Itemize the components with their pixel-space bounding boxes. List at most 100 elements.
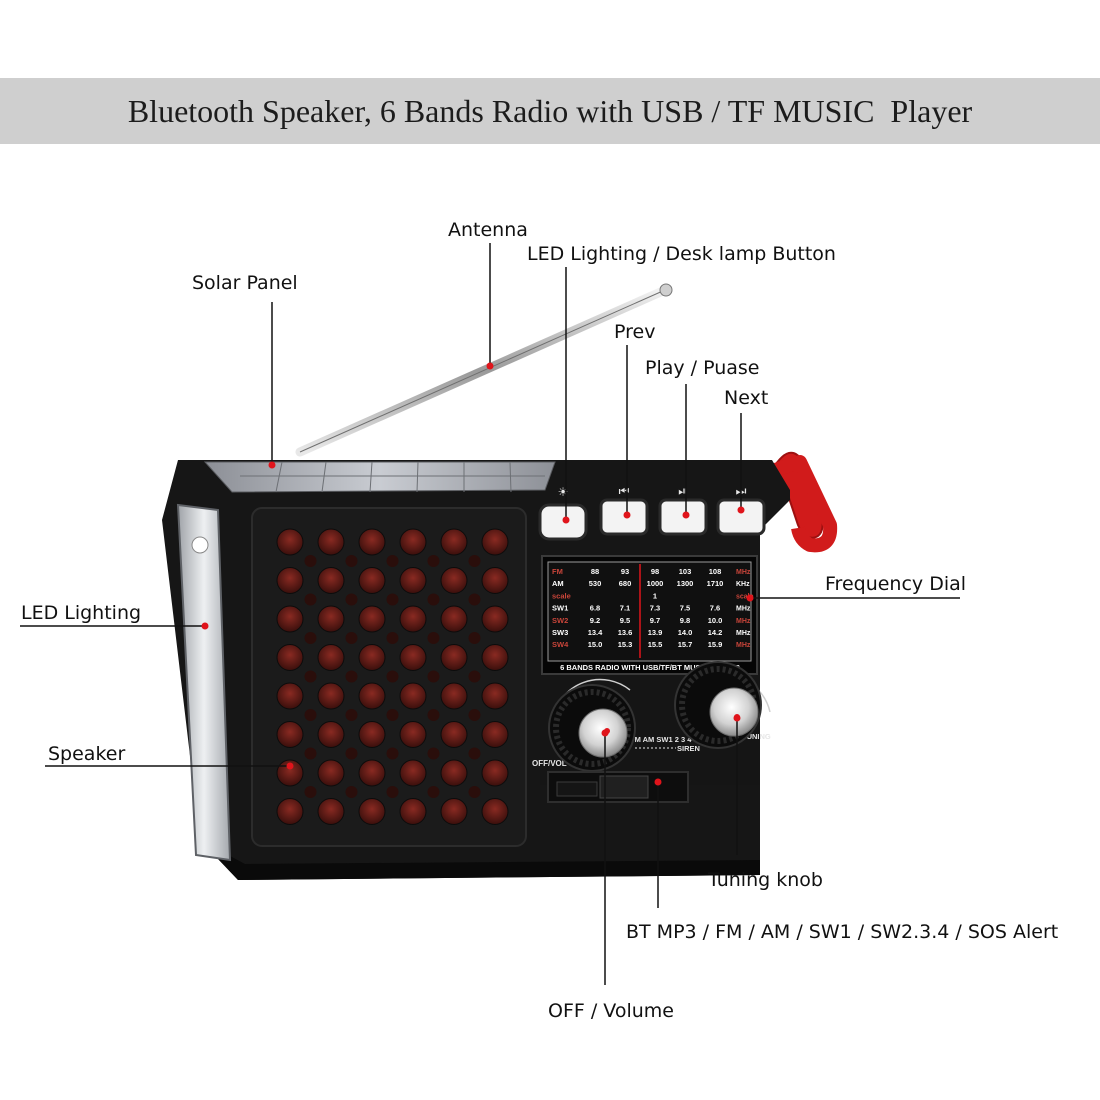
- speaker-hole: [481, 759, 509, 787]
- solar-panel: [203, 461, 556, 493]
- band-scale-print: FM AM SW1 2 3 4: [630, 735, 692, 744]
- speaker-hole-small: [304, 555, 317, 567]
- dial-frequency-value: 108: [709, 567, 722, 576]
- dial-band-label: SW1: [552, 604, 568, 613]
- speaker-hole-small: [468, 632, 481, 644]
- speaker-hole: [440, 644, 468, 671]
- prev-icon: ⏮: [619, 484, 630, 498]
- speaker-hole: [276, 798, 304, 825]
- speaker-hole-small: [345, 670, 358, 683]
- speaker-hole: [440, 721, 468, 748]
- callout-play-pause: Play / Puase: [645, 357, 760, 379]
- callout-frequency-dial: Frequency Dial: [825, 573, 966, 595]
- speaker-hole-small: [427, 786, 440, 798]
- speaker-hole: [399, 682, 427, 710]
- dial-frequency-value: 13.6: [618, 628, 633, 637]
- radio-body-shade: [200, 840, 760, 880]
- speaker-hole: [399, 644, 427, 671]
- speaker-hole: [481, 644, 509, 671]
- speaker-hole: [358, 605, 386, 633]
- dial-frequency-value: 14.2: [708, 628, 723, 637]
- speaker-hole: [358, 644, 386, 671]
- volume-knob[interactable]: [548, 684, 636, 772]
- speaker-hole-small: [345, 555, 358, 567]
- tuning-knob[interactable]: [674, 661, 762, 749]
- dial-frequency-value: 1300: [677, 579, 694, 588]
- speaker-hole: [481, 798, 509, 825]
- dial-frequency-value: 15.9: [708, 640, 723, 649]
- antenna: [295, 283, 673, 457]
- speaker-hole-small: [427, 555, 440, 567]
- play-pause-icon: ⏯: [678, 484, 688, 498]
- callout-prev: Prev: [614, 321, 655, 343]
- side-led-lamp: [176, 503, 232, 862]
- dial-frequency-value: 13.4: [588, 628, 603, 637]
- marker-antenna: [486, 362, 494, 370]
- dial-frequency-value: 15.5: [648, 640, 663, 649]
- speaker-hole-small: [304, 709, 317, 721]
- speaker-hole-small: [304, 670, 317, 683]
- speaker-hole: [276, 644, 304, 671]
- dial-frequency-value: 13.9: [648, 628, 663, 637]
- marker-next: [737, 506, 745, 514]
- off-vol-print: OFF/VOL: [532, 759, 567, 768]
- carry-strap-loop: [772, 455, 838, 553]
- speaker-hole: [317, 528, 345, 556]
- speaker-hole-small: [468, 555, 481, 567]
- dial-unit-label: MHz: [736, 618, 751, 625]
- speaker-hole-small: [304, 593, 317, 606]
- speaker-hole: [481, 528, 509, 556]
- speaker-hole: [317, 567, 345, 594]
- callout-speaker: Speaker: [48, 743, 125, 765]
- marker-band: [654, 778, 662, 786]
- speaker-hole: [317, 644, 345, 671]
- speaker-hole-small: [468, 593, 481, 606]
- speaker-hole: [317, 798, 345, 825]
- dial-frequency-value: 14.0: [678, 628, 693, 637]
- speaker-hole-small: [386, 670, 399, 683]
- title-banner: Bluetooth Speaker, 6 Bands Radio with US…: [0, 78, 1100, 144]
- speaker-hole-small: [468, 747, 481, 760]
- band-selector-slider[interactable]: [547, 771, 689, 803]
- siren-print: SIREN: [677, 744, 700, 753]
- marker-play: [682, 511, 690, 519]
- speaker-hole: [481, 721, 509, 748]
- dial-frequency-value: 530: [589, 579, 602, 588]
- dial-frequency-value: 9.8: [680, 616, 690, 625]
- speaker-hole: [317, 759, 345, 787]
- led-button-icon: ☀: [558, 485, 569, 499]
- speaker-hole: [358, 798, 386, 825]
- speaker-hole: [399, 605, 427, 633]
- dial-frequency-value: 1000: [647, 579, 664, 588]
- speaker-hole-small: [386, 555, 399, 567]
- speaker-hole: [399, 798, 427, 825]
- speaker-hole: [358, 759, 386, 787]
- speaker-hole: [399, 721, 427, 748]
- dial-frequency-value: 88: [591, 567, 599, 576]
- speaker-hole-small: [345, 786, 358, 798]
- speaker-hole: [399, 759, 427, 787]
- dial-frequency-value: 15.3: [618, 640, 633, 649]
- marker-solar: [268, 461, 276, 469]
- speaker-hole: [358, 721, 386, 748]
- speaker-hole-small: [386, 632, 399, 644]
- speaker-hole: [440, 798, 468, 825]
- marker-led-button: [562, 516, 570, 524]
- speaker-hole-small: [468, 786, 481, 798]
- prev-button[interactable]: ⏮: [599, 484, 649, 536]
- speaker-hole: [440, 759, 468, 787]
- speaker-hole-small: [386, 709, 399, 721]
- dial-caption: 6 BANDS RADIO WITH USB/TF/BT MUSIC PLAYE…: [560, 663, 740, 672]
- marker-dial: [746, 594, 754, 602]
- speaker-hole: [358, 682, 386, 710]
- play-pause-button[interactable]: ⏯: [658, 484, 708, 536]
- speaker-hole: [317, 682, 345, 710]
- speaker-hole-small: [386, 786, 399, 798]
- dial-frequency-value: 7.6: [710, 604, 720, 613]
- led-button[interactable]: ☀: [538, 485, 588, 541]
- speaker-grille: [276, 528, 509, 825]
- speaker-hole: [399, 528, 427, 556]
- dial-frequency-value: 103: [679, 567, 692, 576]
